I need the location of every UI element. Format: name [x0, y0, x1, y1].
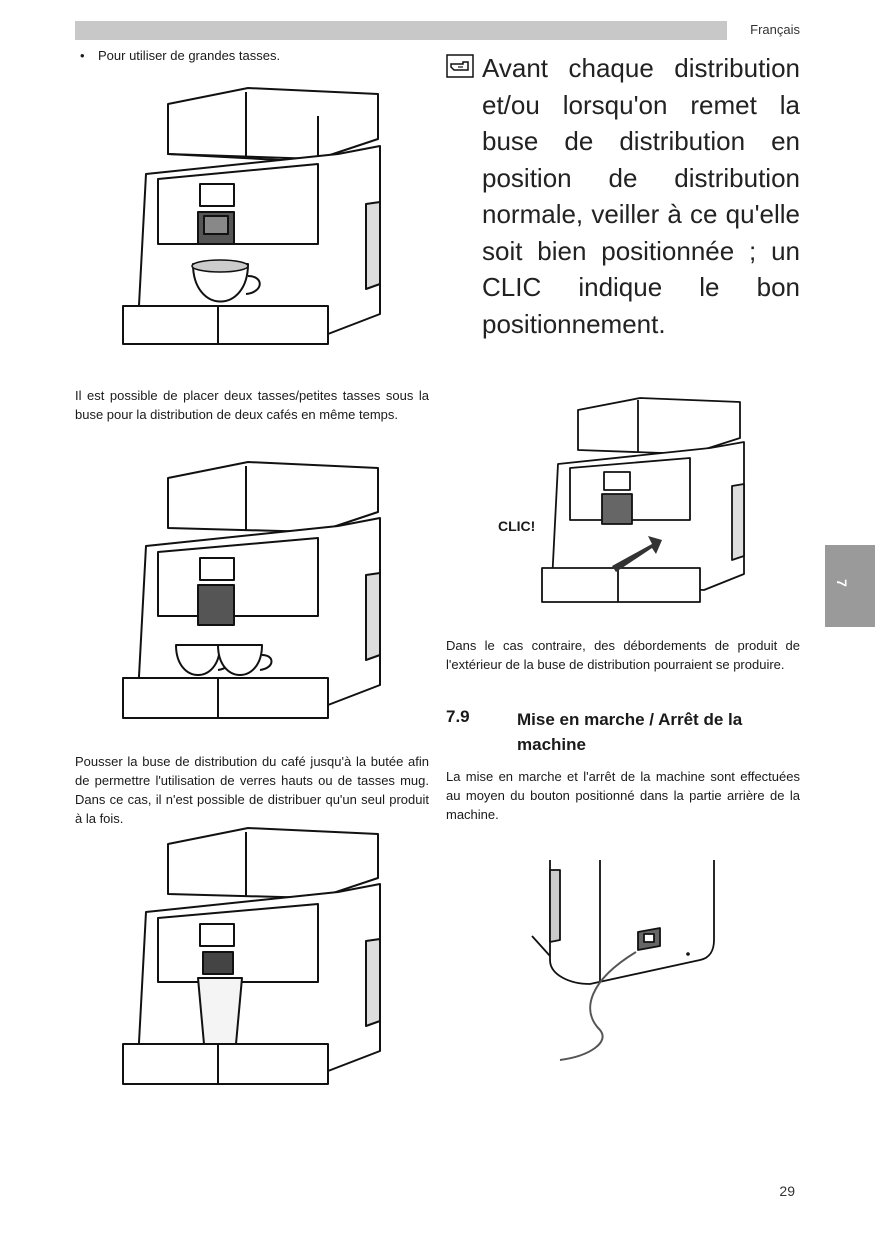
pointing-hand-icon	[446, 54, 474, 78]
para-tall-glass: Pousser la buse de distribution du café …	[75, 754, 429, 826]
rear-power-switch-illustration	[531, 860, 715, 1061]
bullet-item: •Pour utiliser de grandes tasses.	[80, 48, 281, 63]
chapter-tab-number: 7	[833, 579, 850, 587]
machine-clic-illustration	[541, 397, 745, 603]
machine-two-cups-illustration	[122, 461, 381, 719]
page-number: 29	[779, 1183, 795, 1199]
header-bar	[75, 21, 727, 40]
bullet-text: Pour utiliser de grandes tasses.	[98, 48, 281, 63]
para-overflow: Dans le cas contraire, des débordements …	[446, 638, 800, 672]
clic-label: CLIC!	[498, 518, 536, 534]
machine-tall-glass-illustration	[122, 827, 381, 1085]
chapter-tab: 7	[825, 545, 875, 627]
machine-large-cup-illustration	[122, 87, 381, 345]
clic-note: Avant chaque distribution et/ou lorsqu'o…	[482, 53, 800, 339]
section-number: 7.9	[446, 707, 470, 726]
para-power: La mise en marche et l'arrêt de la machi…	[446, 769, 800, 822]
language-label: Français	[750, 22, 800, 37]
para-two-cups: Il est possible de placer deux tasses/pe…	[75, 388, 429, 422]
section-title: Mise en marche / Arrêt de la machine	[517, 710, 743, 754]
